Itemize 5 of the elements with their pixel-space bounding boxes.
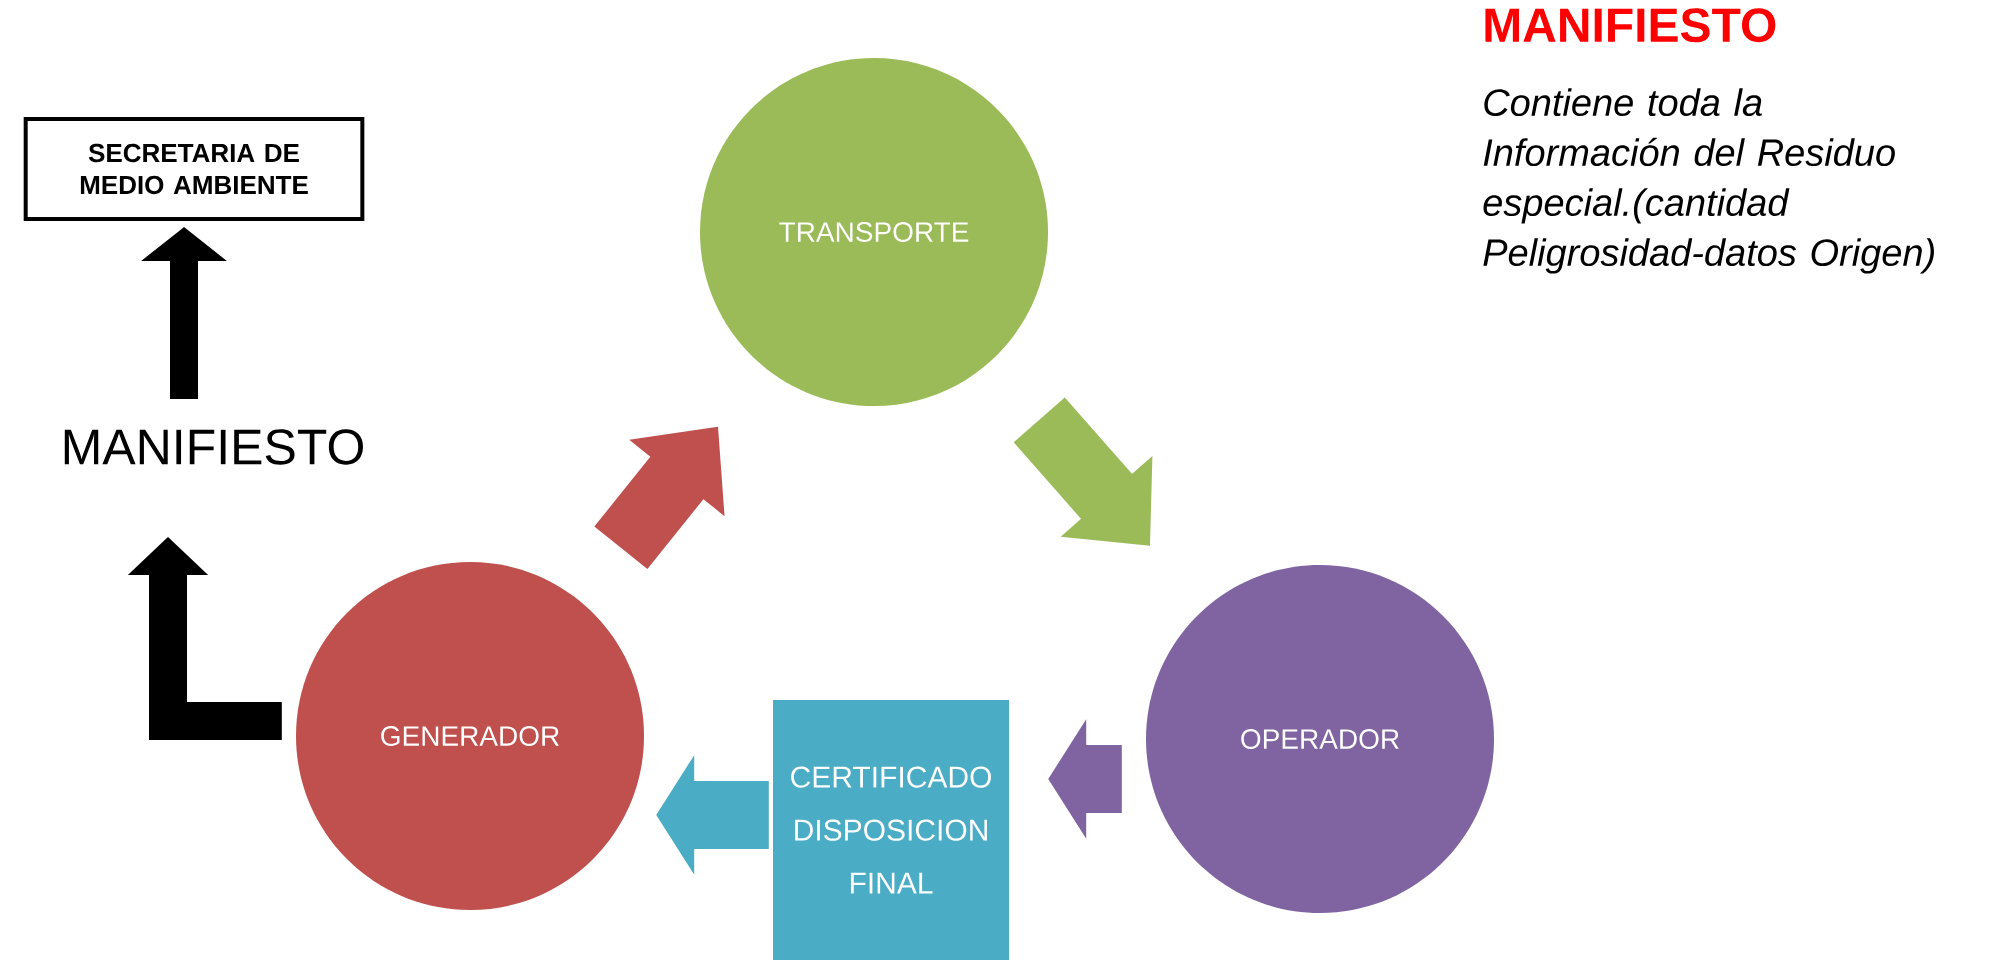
note-text: Contiene toda la Información del Residuo especial.(cantidad Peligrosidad-datos Origen) (1483, 88, 1934, 274)
note-heading: MANIFIESTO (1485, 8, 1776, 43)
certificate-box: CERTIFICADO DISPOSICION FINAL (773, 700, 1009, 960)
authority-box: SECRETARIA DE MEDIO AMBIENTE (23, 117, 365, 221)
document-label: MANIFIESTO (64, 429, 363, 465)
